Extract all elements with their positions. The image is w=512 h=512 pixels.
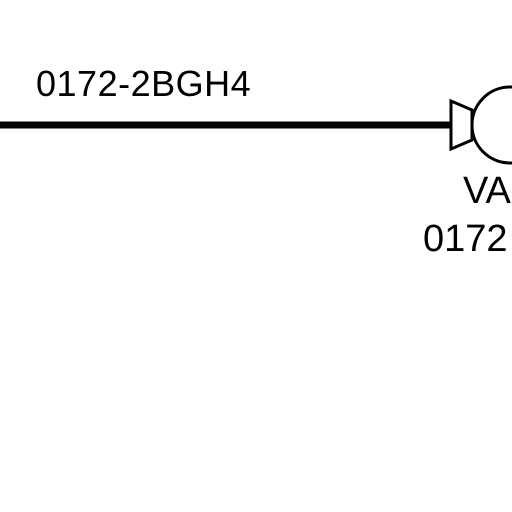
pump-nozzle-shape bbox=[449, 98, 474, 152]
pump-nozzle-icon bbox=[449, 85, 512, 165]
component-name-label: VA bbox=[463, 170, 511, 212]
pump-body-circle bbox=[470, 85, 512, 165]
component-tag-label: 0172 bbox=[423, 218, 508, 260]
line-label: 0172-2BGH4 bbox=[36, 63, 252, 104]
